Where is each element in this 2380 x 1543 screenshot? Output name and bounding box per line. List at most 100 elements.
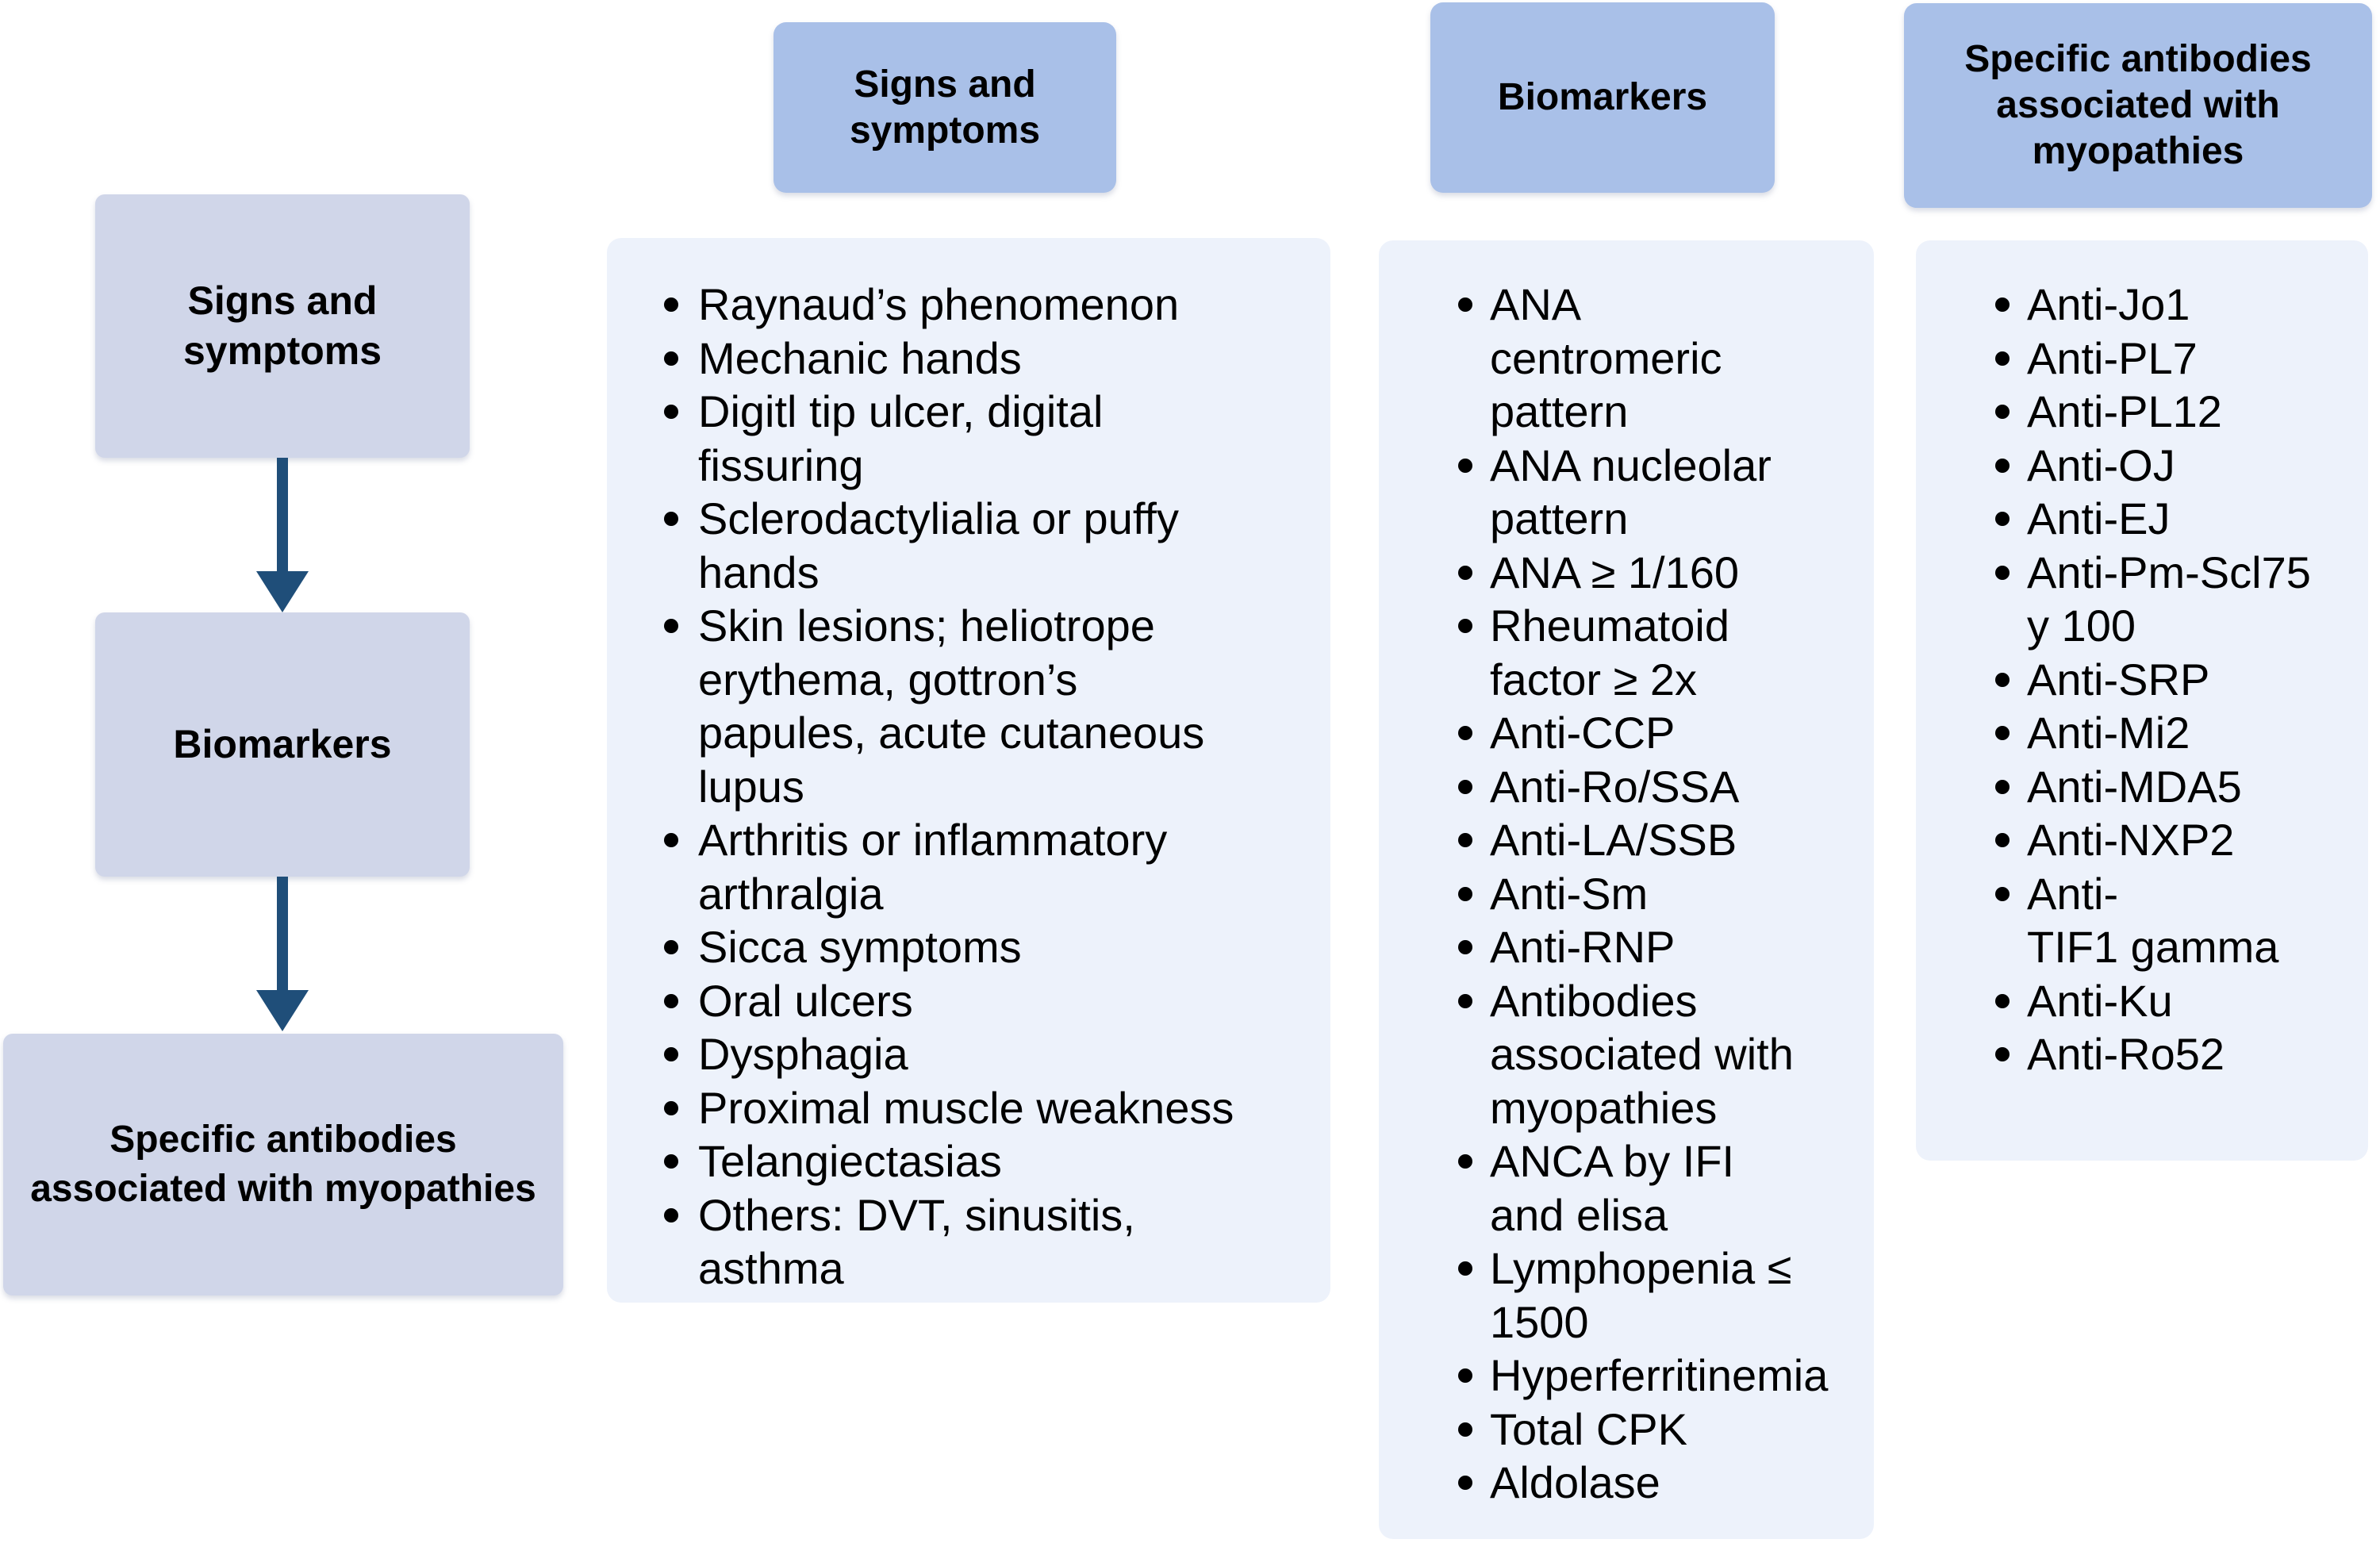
flow-step-signs-symptoms: Signs and symptoms (95, 194, 470, 458)
flow-step-specific-antibodies: Specific antibodies associated with myop… (3, 1034, 563, 1295)
list-item: Sicca symptoms (664, 920, 1315, 974)
bullet-icon (664, 993, 678, 1008)
list-item: Arthritis or inflammatory arthralgia (664, 813, 1315, 920)
bullet-icon (1458, 1261, 1472, 1276)
list-item-text: Aldolase (1490, 1457, 1660, 1507)
bullet-icon (1995, 405, 2010, 419)
list-item: Anti-Jo1 (1995, 278, 2360, 332)
list-item-text: ANA nucleolar pattern (1490, 439, 1772, 544)
bullet-icon (1458, 1476, 1472, 1490)
bullet-icon (1458, 565, 1472, 580)
list-item: Anti-RNP (1458, 920, 1866, 974)
list-item: ANA ≥ 1/160 (1458, 546, 1866, 600)
bullet-icon (664, 940, 678, 954)
bullet-icon (1458, 1154, 1472, 1169)
list-item-text: Anti-Ro/SSA (1490, 761, 1740, 812)
list-item-text: Rheumatoid factor ≥ 2x (1490, 601, 1729, 704)
list-item: Sclerodactylialia or puffy hands (664, 492, 1315, 599)
list-item: ANA nucleolar pattern (1458, 439, 1866, 546)
bullet-icon (664, 1100, 678, 1115)
list-item: Anti-Ku (1995, 974, 2360, 1028)
bullet-icon (1995, 886, 2010, 901)
list-item-text: Others: DVT, sinusitis, asthma (698, 1189, 1135, 1294)
list-item: Rheumatoid factor ≥ 2x (1458, 599, 1866, 706)
bullet-icon (1458, 619, 1472, 633)
list-item: Anti-Pm-Scl75 y 100 (1995, 546, 2360, 653)
list-item-text: Anti-Jo1 (2027, 279, 2190, 329)
list-item-text: Anti- TIF1 gamma (2027, 868, 2279, 973)
arrow-head (256, 571, 309, 612)
list-item: Anti-Mi2 (1995, 706, 2360, 760)
list-item-text: Anti-LA/SSB (1490, 815, 1737, 865)
list-item: Anti-EJ (1995, 492, 2360, 546)
flow-arrow-down-icon (256, 877, 309, 1031)
column-header-biomarkers: Biomarkers (1430, 2, 1775, 193)
list-item-text: ANA ≥ 1/160 (1490, 547, 1740, 597)
list-item-text: Arthritis or inflammatory arthralgia (698, 815, 1168, 919)
list-item: ANCA by IFI and elisa (1458, 1134, 1866, 1242)
bullet-icon (664, 1207, 678, 1223)
list-item: ANA centromeric pattern (1458, 278, 1866, 439)
bullet-icon (1995, 779, 2010, 794)
list-item-text: Anti-Pm-Scl75 y 100 (2027, 547, 2311, 651)
bullet-icon (1995, 993, 2010, 1008)
bullet-icon (1458, 886, 1472, 901)
list-item: Anti-SRP (1995, 653, 2360, 707)
bullet-icon (664, 833, 678, 847)
list-item-text: Total CPK (1490, 1403, 1687, 1454)
list-item-text: Anti-PL12 (2027, 386, 2222, 436)
list-item-text: Anti-RNP (1490, 922, 1676, 972)
list-item-text: Anti-NXP2 (2027, 815, 2235, 865)
bullet-icon (1458, 726, 1472, 740)
bullet-icon (1458, 297, 1472, 312)
list-item-text: Anti-Ro52 (2027, 1029, 2225, 1079)
list-item: Dysphagia (664, 1027, 1315, 1081)
list-item: Anti-Ro/SSA (1458, 760, 1866, 814)
list-item-text: Raynaud’s phenomenon (698, 279, 1180, 329)
list-item-text: Anti-PL7 (2027, 332, 2198, 383)
bullet-icon (1995, 512, 2010, 526)
list-item-text: Anti-SRP (2027, 654, 2210, 704)
bullet-icon (1995, 351, 2010, 366)
column-header-signs-symptoms: Signs and symptoms (774, 22, 1116, 193)
bullet-icon (1995, 833, 2010, 847)
list-item: Aldolase (1458, 1456, 1866, 1510)
bullet-icon (1458, 993, 1472, 1008)
list-item-text: Telangiectasias (698, 1136, 1002, 1186)
list-item-text: Anti-Ku (2027, 975, 2173, 1026)
list-item: Anti-OJ (1995, 439, 2360, 493)
bullet-icon (1458, 833, 1472, 847)
flow-step-biomarkers: Biomarkers (95, 612, 470, 877)
list-item: Anti-Ro52 (1995, 1027, 2360, 1081)
bullet-icon (1995, 458, 2010, 473)
list-item: Oral ulcers (664, 974, 1315, 1028)
list-item-text: Anti-MDA5 (2027, 761, 2242, 812)
bullet-icon (1995, 672, 2010, 687)
bullet-icon (1995, 565, 2010, 580)
flow-arrow-down-icon (256, 458, 309, 612)
list-item-text: Sclerodactylialia or puffy hands (698, 493, 1179, 597)
list-item: Raynaud’s phenomenon (664, 278, 1315, 332)
list-item-text: Anti-Mi2 (2027, 708, 2190, 758)
bullet-icon (664, 1047, 678, 1061)
bullet-icon (1458, 458, 1472, 473)
list-item-text: Skin lesions; heliotrope erythema, gottr… (698, 601, 1205, 812)
list-item: Lymphopenia ≤ 1500 (1458, 1242, 1866, 1349)
list-item-text: Mechanic hands (698, 332, 1022, 383)
arrow-shaft (277, 458, 288, 573)
bullet-icon (664, 351, 678, 366)
list-item-text: Anti-Sm (1490, 868, 1649, 919)
bullet-icon (664, 405, 678, 419)
list-item: Anti- TIF1 gamma (1995, 867, 2360, 974)
list-item: Anti-LA/SSB (1458, 813, 1866, 867)
list-item: Skin lesions; heliotrope erythema, gottr… (664, 599, 1315, 813)
list-item-text: Sicca symptoms (698, 922, 1022, 972)
list-item-text: Antibodies associated with myopathies (1490, 975, 1794, 1133)
list-item: Anti-Sm (1458, 867, 1866, 921)
list-item: Total CPK (1458, 1403, 1866, 1457)
